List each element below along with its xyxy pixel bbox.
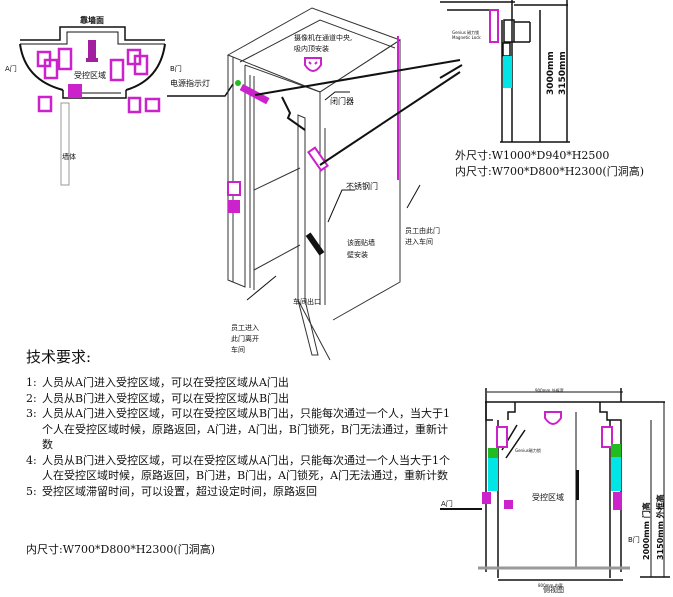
requirement-num: 2: <box>26 391 37 405</box>
iso-camera-icon <box>304 57 322 72</box>
side-lock-note: Genius磁力锁 <box>515 448 541 453</box>
requirement-text: 人员从B门进入受控区域，可以在受控区域从A门出，只能每次通过一个人当大于1个人在… <box>42 453 451 483</box>
wall-mount-note-1: 该面贴墙 <box>347 239 375 247</box>
dim-door-height: 2000mm 门高 <box>642 502 651 560</box>
plan-reader <box>43 58 59 80</box>
maglock-note: Genius 磁力锁 Magnetic Lock <box>452 30 481 40</box>
requirements-title: 技术要求: <box>26 348 92 366</box>
stainless-door-label: 不锈钢门 <box>346 182 378 191</box>
requirement-text: 人员从B门进入受控区域，可以在受控区域从B门出 <box>42 391 290 405</box>
plan-wall-label: 墙体 <box>62 153 76 161</box>
dim-inner-height: 3000mm <box>546 51 556 95</box>
side-camera-icon <box>544 411 562 425</box>
plan-devices <box>36 40 161 114</box>
side-maglock-b <box>601 426 613 448</box>
dimension-block: 外尺寸:W1000*D940*H2500 内尺寸:W700*D800*H2300… <box>455 148 644 180</box>
exit-note-1: 员工进入 <box>231 324 259 332</box>
side-sensor-b <box>611 444 621 457</box>
enter-note-2: 进入车间 <box>405 238 433 246</box>
side-zone-label: 受控区域 <box>532 493 564 502</box>
exit-note-3: 车间 <box>231 346 245 354</box>
side-reader-b <box>613 492 622 510</box>
power-light-label: 电源指示灯 <box>170 79 210 88</box>
plan-door-b-label: B门 <box>170 65 182 73</box>
requirement-item: 4: 人员从B门进入受控区域，可以在受控区域从A门出，只能每次通过一个人当大于1个… <box>26 453 452 484</box>
side-maglock-a <box>496 426 508 448</box>
iso-reader-tag <box>227 181 241 196</box>
requirement-text: 人员从A门进入受控区域，可以在受控区域从B门出，只能每次通过一个人，当大于1个人… <box>42 407 451 451</box>
plan-exit-tag <box>144 97 161 113</box>
dim-outer-height: 3150mm <box>558 51 568 95</box>
iso-maglock <box>239 84 270 105</box>
side-exit-a <box>504 500 513 509</box>
side-glass-b <box>611 457 621 491</box>
enter-note-1: 员工由此门 <box>405 227 440 235</box>
requirement-text: 受控区域滞留时间，可以设置，超过设定时间，原路返回 <box>42 484 317 498</box>
plan-wall-column <box>60 102 70 186</box>
door-closer <box>281 96 306 131</box>
camera-note-1: 摄像机在通道中央, <box>294 34 353 42</box>
plan-lock <box>57 47 73 71</box>
side-door-a-label: A门 <box>441 500 453 508</box>
workshop-exit-label: 车间出口 <box>293 298 321 306</box>
requirement-item: 5: 受控区域滞留时间，可以设置，超过设定时间，原路返回 <box>26 484 452 500</box>
plan-zone-label: 受控区域 <box>74 71 106 80</box>
plan-lock <box>109 58 125 82</box>
inner-dims-bottom: 内尺寸:W700*D800*H2300(门洞高) <box>26 543 215 556</box>
plan-outer-wall <box>20 26 165 41</box>
camera-note-2: 吸内顶安装 <box>294 45 329 53</box>
requirement-item: 2: 人员从B门进入受控区域，可以在受控区域从B门出 <box>26 391 452 407</box>
section-glass <box>503 56 512 88</box>
iso-exit-tag <box>228 200 240 213</box>
side-bottom-dim: 800mm 内宽 <box>538 583 563 588</box>
iso-inner-panel <box>253 167 301 271</box>
plan-top-wall-label: 靠墙面 <box>80 16 104 25</box>
dim-total-height: 3150mm 外框高 <box>656 494 665 560</box>
requirement-num: 4: <box>26 453 37 467</box>
wall-mount-note-2: 壁安装 <box>347 251 368 259</box>
power-indicator-icon <box>235 80 241 86</box>
iso-lock-plate <box>307 146 329 172</box>
section-maglock <box>489 9 499 43</box>
requirement-num: 1: <box>26 376 37 389</box>
side-glass-a <box>488 458 498 491</box>
side-view <box>440 388 670 581</box>
iso-back-wall <box>319 39 401 321</box>
plan-arc <box>19 43 64 91</box>
plan-door-a-label: A门 <box>5 65 17 73</box>
plan-reader-tag <box>127 96 142 114</box>
requirement-item: 1: 人员从A门进入受控区域，可以在受控区域从A门出 <box>26 375 452 391</box>
plan-reader-tag <box>37 95 53 113</box>
side-door-b-label: B门 <box>628 536 640 544</box>
power-light-leader <box>167 83 234 97</box>
outer-dims: 外尺寸:W1000*D940*H2500 <box>455 149 610 162</box>
requirements-list: 1: 人员从A门进入受控区域，可以在受控区域从A门出 2: 人员从B门进入受控区域，… <box>26 375 452 499</box>
plan-camera <box>88 40 96 58</box>
side-top-dim: 900mm 外框宽 <box>535 388 564 393</box>
side-view-caption: 侧视图 <box>543 586 564 594</box>
plan-exit-button <box>68 84 82 98</box>
requirement-item: 3: 人员从A门进入受控区域，可以在受控区域从B门出，只能每次通过一个人，当大于1… <box>26 406 452 453</box>
inner-dims: 内尺寸:W700*D800*H2300(门洞高) <box>455 165 644 178</box>
requirement-text: 人员从A门进入受控区域，可以在受控区域从A门出 <box>42 376 289 389</box>
door-handle <box>305 232 325 256</box>
side-sensor-a <box>488 448 498 458</box>
exit-note-2: 此门离开 <box>231 335 259 343</box>
closer-label: 闭门器 <box>330 97 354 106</box>
requirement-num: 5: <box>26 484 37 498</box>
requirement-num: 3: <box>26 407 37 420</box>
plan-reader <box>133 54 149 76</box>
side-reader-a <box>482 492 491 504</box>
